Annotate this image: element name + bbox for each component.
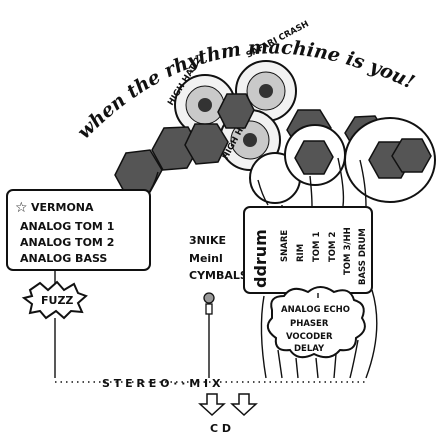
pad-hex-4 (217, 93, 255, 129)
ddrum-channel-4: TOM 2 (328, 232, 338, 262)
down-arrow-icon (198, 393, 226, 417)
fuzz-label: FUZZ (41, 294, 73, 307)
wire-effects-mid-1 (295, 357, 299, 379)
wire-pad-to-ddrum-4 (337, 157, 345, 207)
vermona-item-1: ANALOG TOM 1 (20, 220, 114, 233)
ddrum-logo: ddrum (251, 229, 270, 288)
meinl-line-1: 3NIKE (189, 234, 226, 247)
vermona-name: VERMONA (31, 201, 94, 214)
stereo-mix-label: S T E R E O · · M I X (102, 377, 221, 390)
ddrum-box: ddrum SNARE RIM TOM 1 TOM 2 TOM 3/HH BAS… (243, 206, 373, 294)
ddrum-channel-6: BASS DRUM (358, 228, 368, 285)
wire-effects-left-1 (260, 295, 267, 379)
output-cd-label: C D (210, 422, 231, 435)
wire-pad-to-ddrum-5 (359, 159, 367, 207)
effects-cloud (266, 286, 366, 359)
down-arrow-icon-2 (230, 393, 258, 417)
ddrum-channel-3: TOM 1 (312, 232, 322, 262)
effect-2: PHASER (290, 319, 329, 329)
pad-hex-10 (391, 138, 432, 173)
ddrum-channel-1: SNARE (280, 230, 290, 262)
wire-effects-left-2 (277, 349, 283, 379)
effect-1: ANALOG ECHO (281, 305, 350, 315)
pad-hex-8 (294, 140, 334, 175)
ddrum-channel-5: TOM 3/HH (343, 227, 353, 275)
ddrum-channel-2: RIM (296, 244, 306, 262)
wire-pad-to-ddrum-3 (309, 175, 313, 207)
vermona-item-3: ANALOG BASS (20, 252, 107, 265)
meinl-line-3: CYMBALS (189, 269, 248, 282)
wire-effects-right-1 (349, 339, 359, 379)
wire-effects-mid-2 (315, 357, 319, 379)
vermona-item-2: ANALOG TOM 2 (20, 236, 114, 249)
microphone-icon (203, 292, 215, 315)
wire-ddrum-right (365, 289, 378, 379)
fuzz-burst (21, 280, 88, 320)
effect-3: VOCODER (286, 332, 333, 342)
meinl-line-2: Meinl (189, 252, 223, 265)
vermona-box: ☆ VERMONA ANALOG TOM 1 ANALOG TOM 2 ANAL… (6, 189, 151, 271)
wire-effects-mid-3 (333, 353, 337, 379)
wire-pad-to-ddrum-1 (257, 179, 269, 206)
star-icon: ☆ (15, 200, 28, 216)
meinl-cymbals-label: 3NIKE Meinl CYMBALS (189, 234, 248, 282)
effect-4: DELAY (294, 344, 325, 354)
pad-hex-3 (184, 123, 229, 165)
